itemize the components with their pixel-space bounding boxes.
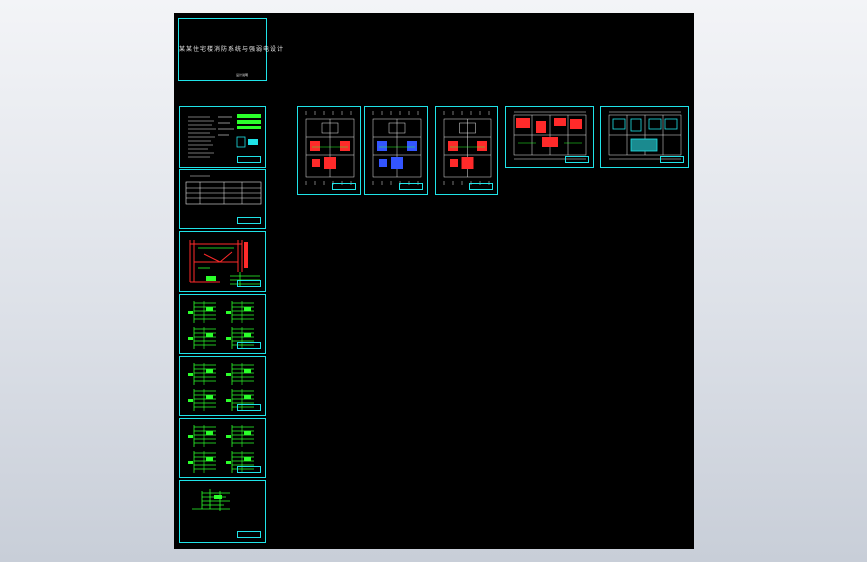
drawing-stroke	[244, 369, 251, 373]
floor-plan-4-graphics	[513, 111, 587, 160]
drawing-stroke	[461, 157, 474, 169]
drawing-stroke	[206, 431, 213, 435]
cad-drawing-viewport[interactable]: 某某住宅楼消防系统与强弱电设计 设计说明	[174, 13, 694, 549]
title-block	[237, 217, 261, 224]
title-block	[237, 156, 261, 163]
drawing-stroke	[324, 157, 336, 169]
detail-2-graphics	[188, 363, 254, 411]
drawing-stroke	[206, 307, 213, 311]
equipment-table-graphics	[185, 175, 262, 205]
drawing-stroke	[244, 431, 251, 435]
floor-plan-1-graphics	[305, 111, 355, 185]
title-block	[660, 156, 684, 163]
title-block	[399, 183, 423, 190]
drawing-stroke	[206, 369, 213, 373]
drawing-stroke	[459, 122, 476, 134]
drawing-stroke	[226, 435, 231, 438]
drawing-stroke	[244, 333, 251, 337]
drawing-stroke	[226, 461, 231, 464]
title-block	[237, 342, 261, 349]
drawing-stroke	[450, 159, 458, 167]
sheet-detail-2[interactable]	[179, 356, 266, 416]
drawing-stroke	[340, 141, 350, 151]
sheet-detail-3[interactable]	[179, 418, 266, 478]
drawing-stroke	[407, 141, 417, 151]
drawing-stroke	[188, 399, 193, 402]
sheet-detail-4[interactable]	[179, 480, 266, 543]
drawing-stroke	[226, 373, 231, 376]
sheet-detail-1[interactable]	[179, 294, 266, 354]
drawing-stroke	[388, 122, 406, 134]
design-notes-graphics	[188, 114, 261, 158]
sheet-design-notes[interactable]	[179, 106, 266, 168]
sheet-system-diagram[interactable]	[179, 231, 266, 292]
sheet-floor-plan-5[interactable]	[600, 106, 689, 168]
title-block	[332, 183, 356, 190]
drawing-stroke	[188, 337, 193, 340]
cover-subtitle: 设计说明	[235, 73, 248, 77]
title-block	[565, 156, 589, 163]
drawing-stroke	[312, 159, 320, 167]
drawing-stroke	[391, 157, 403, 169]
drawing-stroke	[226, 311, 231, 314]
sheet-floor-plan-1[interactable]	[297, 106, 361, 195]
detail-3-graphics	[188, 425, 254, 473]
title-block	[237, 280, 261, 287]
floor-plan-5-graphics	[608, 111, 682, 160]
drawing-stroke	[310, 141, 320, 151]
detail-4-graphics	[192, 489, 230, 511]
system-diagram-graphics	[189, 240, 260, 287]
drawing-stroke	[206, 457, 213, 461]
drawing-stroke	[188, 435, 193, 438]
drawing-stroke	[188, 461, 193, 464]
drawing-stroke	[206, 333, 213, 337]
title-block	[469, 183, 493, 190]
title-block	[237, 466, 261, 473]
floor-plan-2-graphics	[372, 111, 422, 185]
drawing-stroke	[206, 395, 213, 399]
drawing-stroke	[321, 122, 339, 134]
drawing-stroke	[188, 311, 193, 314]
sheet-floor-plan-2[interactable]	[364, 106, 428, 195]
drawing-stroke	[226, 337, 231, 340]
drawing-stroke	[377, 141, 387, 151]
sheet-cover[interactable]: 某某住宅楼消防系统与强弱电设计 设计说明	[178, 18, 285, 81]
sheet-equipment-table[interactable]	[179, 169, 266, 229]
detail-1-graphics	[188, 301, 254, 349]
drawing-stroke	[188, 373, 193, 376]
title-block	[237, 531, 261, 538]
drawing-stroke	[448, 141, 458, 151]
drawing-stroke	[477, 141, 487, 151]
sheet-floor-plan-4[interactable]	[505, 106, 594, 168]
drawing-stroke	[244, 307, 251, 311]
drawing-stroke	[244, 457, 251, 461]
drawing-stroke	[244, 395, 251, 399]
floor-plan-3-graphics	[443, 111, 492, 185]
sheet-floor-plan-3[interactable]	[435, 106, 498, 195]
drawing-stroke	[379, 159, 387, 167]
title-block	[237, 404, 261, 411]
drawing-stroke	[226, 399, 231, 402]
cover-title: 某某住宅楼消防系统与强弱电设计	[179, 46, 285, 53]
